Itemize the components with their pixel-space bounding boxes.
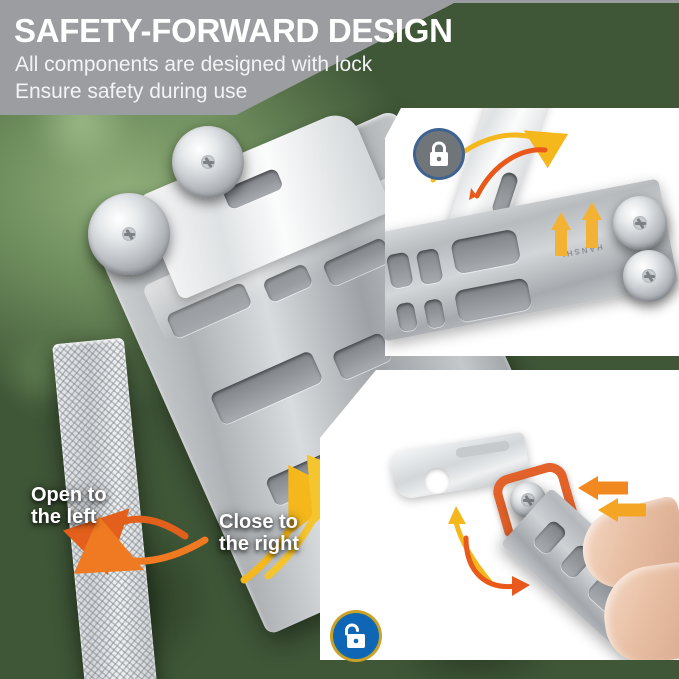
arrow-lock-push-2 xyxy=(582,202,602,248)
pivot-screw-lower xyxy=(88,193,170,275)
padlock-closed-icon xyxy=(430,141,448,166)
arrow-blade-close xyxy=(474,147,548,199)
arrow-lock-push-1 xyxy=(551,212,571,256)
panel-pivot-lower xyxy=(623,250,675,302)
page-title: SAFETY-FORWARD DESIGN xyxy=(14,12,453,49)
main-multitool xyxy=(0,100,570,679)
callout-close-right: Close to the right xyxy=(219,511,299,556)
header-top-strip xyxy=(0,0,679,3)
subtitle-line-1: All components are designed with lock xyxy=(15,53,373,76)
arrow-tool-open xyxy=(453,519,493,585)
arrow-press-1 xyxy=(578,476,628,500)
subtitle-line-2: Ensure safety during use xyxy=(15,80,248,103)
arrow-tool-close xyxy=(463,535,519,590)
padlock-open-icon xyxy=(345,623,365,648)
panel-pivot-upper xyxy=(613,196,667,250)
panel-bottom-right xyxy=(320,370,679,660)
callout-open-left: Open to the left xyxy=(31,484,107,529)
bottom-right-arrow-overlay xyxy=(448,476,646,596)
pivot-screw-upper xyxy=(172,126,244,198)
lock-badge-locked xyxy=(416,131,462,177)
lock-badge-unlocked xyxy=(333,613,379,659)
arrow-press-2 xyxy=(598,498,646,522)
